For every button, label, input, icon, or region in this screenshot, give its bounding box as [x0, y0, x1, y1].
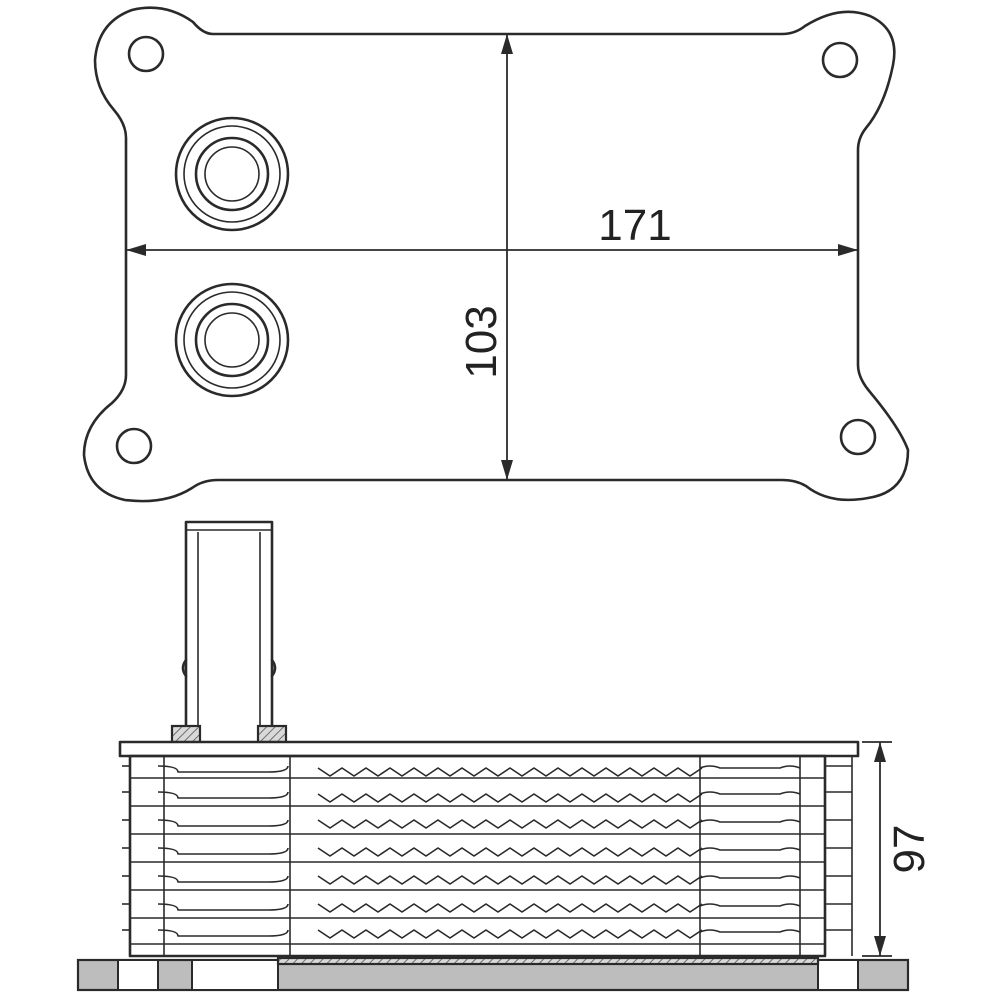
port-upper [174, 116, 290, 232]
depth-dimension: 97 [862, 741, 934, 957]
mounting-hole-top-right [821, 41, 859, 79]
cooler-core [122, 754, 853, 958]
mounting-hole-bottom-right [839, 418, 877, 456]
top-plate [118, 740, 860, 758]
height-dimension: 103 [457, 34, 513, 480]
inlet-pipe [170, 520, 288, 746]
depth-label: 97 [885, 825, 934, 874]
cooler-plate-outline [82, 6, 910, 503]
height-label: 103 [457, 305, 506, 378]
mounting-hole-bottom-left [115, 427, 153, 465]
width-label: 171 [598, 201, 671, 250]
width-dimension: 171 [126, 201, 858, 256]
top-view: 171 103 [82, 6, 910, 503]
mounting-hole-top-left [127, 35, 165, 73]
port-lower [174, 282, 290, 398]
base-plate [76, 956, 910, 992]
side-view: 97 [76, 520, 934, 992]
